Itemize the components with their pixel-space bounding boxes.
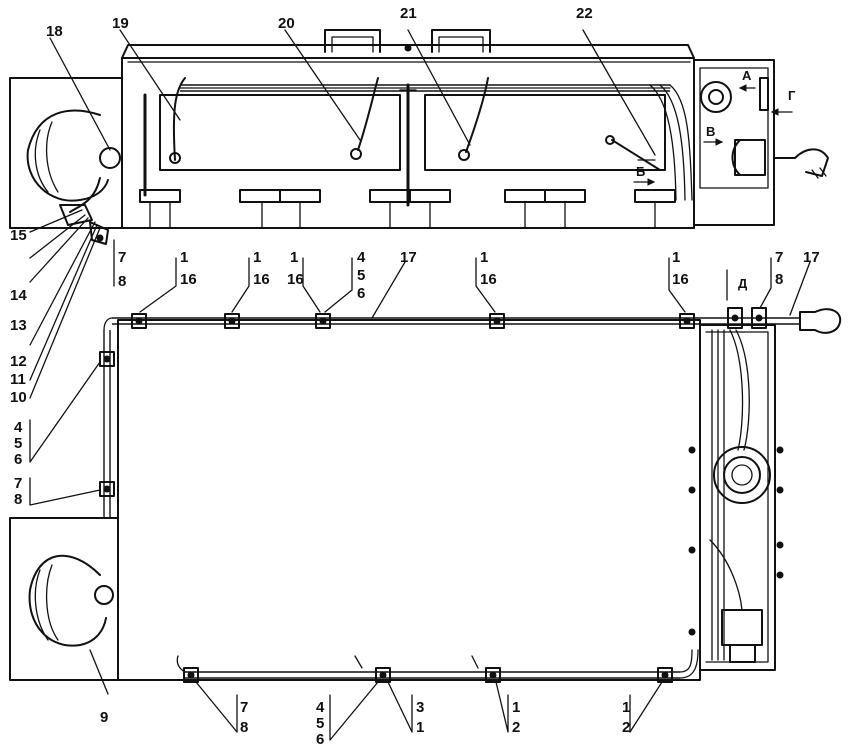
callout-9: 9: [100, 709, 108, 726]
leader-lines: [29, 29, 811, 741]
callout-7-top-right: 7: [775, 249, 783, 266]
callout-1-bottom-c: 1: [622, 699, 630, 716]
callout-7-bottom: 7: [240, 699, 248, 716]
callout-10: 10: [10, 389, 27, 406]
arrow-label-a: А: [742, 68, 752, 83]
arrow-label-d: Д: [738, 276, 748, 291]
callout-1-bottom-a: 1: [416, 719, 424, 736]
callout-11: 11: [10, 371, 26, 388]
top-right-box: [693, 59, 775, 226]
bottom-right-pump: [713, 446, 771, 504]
callout-20: 20: [278, 15, 295, 32]
callout-12: 12: [10, 353, 27, 370]
bottom-body: [117, 319, 701, 681]
top-view: А Г В Б: [9, 29, 829, 245]
callout-13: 13: [10, 317, 27, 334]
callout-7-left: 7: [14, 475, 22, 492]
callout-6-top: 6: [357, 285, 365, 302]
callout-1-c: 1: [290, 249, 298, 266]
callout-14: 14: [10, 287, 27, 304]
bottom-headlight: [28, 554, 114, 647]
callout-18: 18: [46, 23, 63, 40]
callout-1-e: 1: [672, 249, 680, 266]
top-right-pump: [700, 81, 732, 113]
callout-8-left: 8: [14, 491, 22, 508]
callout-16-d: 16: [480, 271, 497, 288]
callout-19: 19: [112, 15, 129, 32]
callout-5-left: 5: [14, 435, 22, 452]
callout-16-c: 16: [287, 271, 304, 288]
callout-4-top: 4: [357, 249, 366, 266]
callout-8-top-right: 8: [775, 271, 783, 288]
callout-4-left: 4: [14, 419, 23, 436]
top-headlight: [26, 109, 121, 245]
callout-21: 21: [400, 5, 417, 22]
callout-5-bottom: 5: [316, 715, 324, 732]
callout-16-a: 16: [180, 271, 197, 288]
callout-1-a: 1: [180, 249, 188, 266]
callout-16-e: 16: [672, 271, 689, 288]
callout-2-bottom-b: 2: [622, 719, 630, 736]
bottom-view: Д: [9, 269, 842, 683]
top-handle-right: [431, 29, 491, 53]
callout-7-top-left: 7: [118, 249, 126, 266]
callout-16-b: 16: [253, 271, 270, 288]
callout-22: 22: [576, 5, 593, 22]
callout-17-mid: 17: [400, 249, 417, 266]
callout-15: 15: [10, 227, 27, 244]
callout-6-bottom: 6: [316, 731, 324, 748]
callout-4-bottom: 4: [316, 699, 325, 716]
arrow-label-b: Б: [636, 164, 645, 179]
callout-6-left: 6: [14, 451, 22, 468]
top-handle-left: [324, 29, 381, 53]
callout-2-bottom-a: 2: [512, 719, 520, 736]
callout-1-b: 1: [253, 249, 261, 266]
callout-numbers: 18 19 20 21 22 15 14 13 12 11 10 7 8 1 1…: [10, 5, 820, 748]
callout-8-top-left: 8: [118, 273, 126, 290]
callout-5-top: 5: [357, 267, 365, 284]
callout-1-d: 1: [480, 249, 488, 266]
bottom-left-headlight-box: [9, 517, 119, 681]
callout-8-bottom: 8: [240, 719, 248, 736]
callout-3-bottom: 3: [416, 699, 424, 716]
callout-17-right: 17: [803, 249, 820, 266]
arrow-label-v: В: [706, 124, 715, 139]
arrow-label-g: Г: [788, 88, 796, 103]
callout-1-bottom-b: 1: [512, 699, 520, 716]
